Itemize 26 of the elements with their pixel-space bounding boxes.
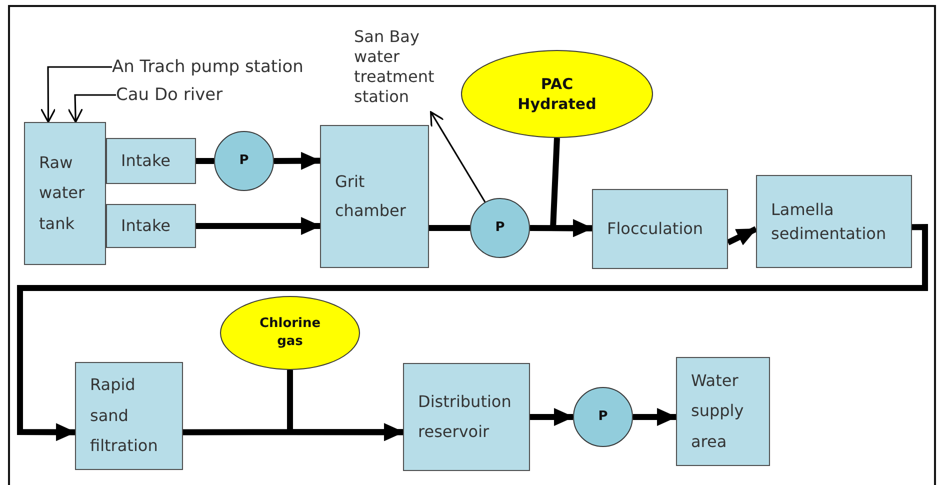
flow-arrow	[287, 370, 404, 442]
flow-arrow	[196, 216, 321, 235]
process-box: Intake	[106, 204, 196, 248]
process-box: Distribution reservoir	[403, 363, 530, 471]
flow-arrow	[17, 224, 928, 442]
pump-circle: P	[470, 198, 530, 258]
chemical-ellipse: Chlorine gas	[220, 296, 360, 370]
process-box: Grit chamber	[320, 125, 429, 268]
arrow	[40, 66, 112, 123]
process-box: Flocculation	[592, 189, 728, 269]
station-label: An Trach pump station	[112, 56, 304, 78]
process-box: Intake	[106, 138, 196, 184]
flow-arrow	[274, 152, 321, 170]
process-box: Rapid sand filtration	[75, 362, 183, 470]
pump-circle: P	[573, 387, 633, 447]
process-box: Water supply area	[676, 357, 770, 466]
flow-arrow	[550, 138, 593, 238]
process-box: Raw water tank	[24, 122, 106, 265]
arrow	[430, 111, 486, 202]
flow-arrow	[530, 408, 574, 426]
process-box: Lamella sedimentation	[756, 175, 912, 268]
flow-arrow	[726, 226, 758, 246]
arrow	[68, 94, 116, 123]
chemical-ellipse: PAC Hydrated	[461, 50, 653, 138]
flow-arrow	[633, 408, 677, 426]
pump-circle: P	[214, 131, 274, 191]
